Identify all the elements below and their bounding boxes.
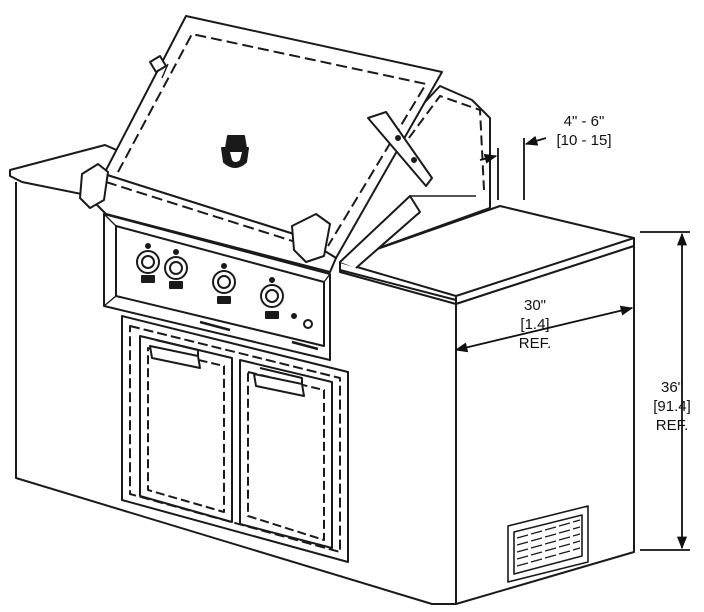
width-imperial: 30" xyxy=(523,297,546,314)
hinge-arm xyxy=(367,111,433,187)
knob-3 xyxy=(212,263,236,304)
knob-4 xyxy=(260,277,284,319)
height-ref: REF. xyxy=(655,417,689,434)
side-vent xyxy=(507,505,589,583)
width-dimension-line xyxy=(454,305,634,353)
width-metric: [1.4] xyxy=(520,316,550,333)
clearance-imperial: 4" - 6" xyxy=(563,113,605,130)
ignition-button xyxy=(303,319,313,329)
knob-2 xyxy=(164,249,188,289)
height-imperial: 36" xyxy=(660,379,683,396)
clearance-arrow-left xyxy=(479,153,498,164)
logo-plate xyxy=(199,320,231,332)
clearance-arrow-right xyxy=(524,135,547,146)
hood-end-cap-left xyxy=(79,163,109,209)
hood-end-cap-right xyxy=(291,213,331,263)
hood-emblem xyxy=(221,135,249,168)
width-dimension-label: 30" [1.4] REF. xyxy=(500,296,570,353)
height-dimension-label: 36" [91.4] REF. xyxy=(644,378,700,435)
height-metric: [91.4] xyxy=(653,398,691,415)
width-ref: REF. xyxy=(518,335,552,352)
control-knobs xyxy=(136,243,313,329)
left-door-handle xyxy=(149,345,201,369)
left-door xyxy=(139,335,233,523)
clearance-metric: [10 - 15] xyxy=(556,132,612,149)
right-door xyxy=(239,359,333,549)
clearance-dimension-label: 4" - 6" [10 - 15] xyxy=(548,112,620,150)
knob-1 xyxy=(136,243,160,283)
right-door-handle xyxy=(253,373,305,397)
